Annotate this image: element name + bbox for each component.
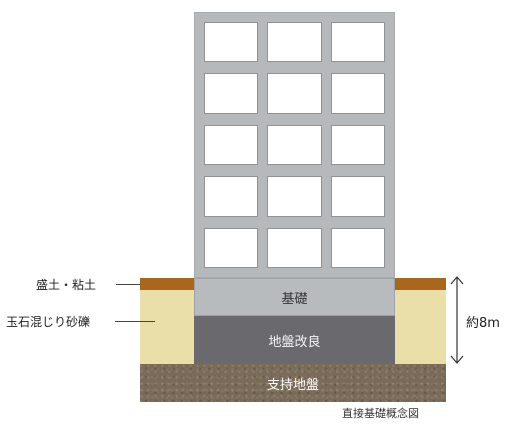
- depth-label: 約8m: [466, 316, 500, 331]
- gravel-leader-line: [115, 321, 155, 322]
- window-grid: [204, 22, 385, 268]
- building-window: [267, 227, 322, 268]
- gravel-layer-left: [140, 290, 194, 364]
- building-window: [330, 176, 385, 217]
- building-frame: [194, 12, 395, 278]
- building-window: [204, 124, 259, 166]
- building-window: [204, 227, 259, 268]
- bearing-layer-label: 支持地盤: [266, 377, 319, 393]
- building-window: [267, 22, 322, 63]
- building-window: [330, 227, 385, 268]
- bearing-layer: 支持地盤: [140, 364, 446, 402]
- building-window: [330, 73, 385, 114]
- gravel-label: 玉石混じり砂礫: [6, 315, 91, 329]
- building-window: [267, 124, 322, 166]
- building-window: [204, 22, 259, 63]
- building-window: [330, 124, 385, 166]
- topsoil-band-right: [395, 278, 446, 290]
- gravel-layer-right: [395, 290, 446, 364]
- improved-ground: 地盤改良: [194, 316, 395, 364]
- topsoil-band-left: [140, 278, 194, 290]
- building-window: [330, 22, 385, 63]
- building-window: [204, 73, 259, 114]
- depth-arrow-icon: [450, 276, 464, 364]
- foundation-label: 基礎: [281, 291, 308, 307]
- building-window: [204, 176, 259, 217]
- diagram-caption: 直接基礎概念図: [342, 407, 419, 420]
- building-window: [267, 176, 322, 217]
- topsoil-leader-line: [116, 284, 140, 285]
- foundation: 基礎: [194, 278, 395, 316]
- improved-ground-label: 地盤改良: [268, 334, 321, 350]
- topsoil-label: 盛土・粘土: [36, 278, 97, 292]
- building-window: [267, 73, 322, 114]
